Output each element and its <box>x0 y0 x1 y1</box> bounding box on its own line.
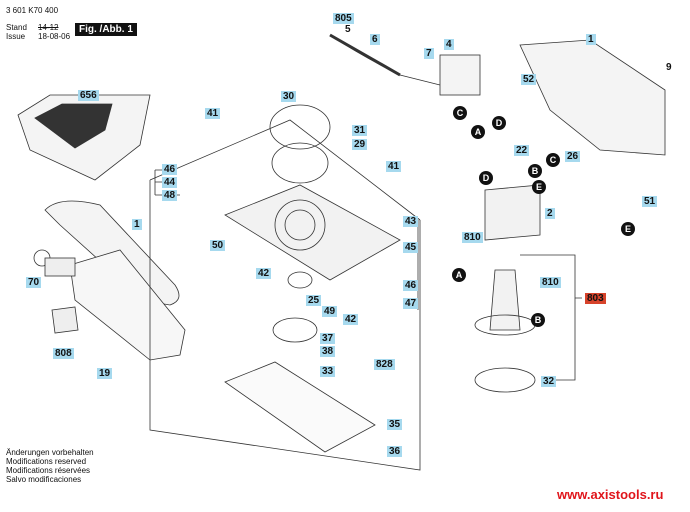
part-label-38[interactable]: 38 <box>320 346 336 357</box>
stand-label: Stand <box>6 23 27 32</box>
issue-value: 18-08-06 <box>38 32 71 41</box>
connector-marker-d: D <box>492 116 506 130</box>
part-label-30[interactable]: 30 <box>281 91 297 102</box>
watermark-url[interactable]: www.axistools.ru <box>557 487 664 502</box>
connector-marker-c-wire: C <box>546 153 560 167</box>
part-label-41-left[interactable]: 41 <box>205 108 221 119</box>
footer-line-en: Modifications reserved <box>6 457 87 466</box>
part-label-41-right[interactable]: 41 <box>386 161 402 172</box>
part-label-33[interactable]: 33 <box>320 366 336 377</box>
part-label-9[interactable]: 9 <box>666 62 672 73</box>
issue-label: Issue <box>6 32 26 41</box>
part-label-52[interactable]: 52 <box>521 74 537 85</box>
footer-line-de: Änderungen vorbehalten <box>6 448 94 457</box>
figure-label: Fig. /Abb. 1 <box>75 23 137 36</box>
part-label-46-lower[interactable]: 46 <box>403 280 419 291</box>
part-label-803[interactable]: 803 <box>585 293 606 304</box>
part-label-45[interactable]: 45 <box>403 242 419 253</box>
part-label-70[interactable]: 70 <box>26 277 42 288</box>
part-label-1-right[interactable]: 1 <box>586 34 596 45</box>
part-label-35[interactable]: 35 <box>387 419 403 430</box>
part-label-810-right[interactable]: 810 <box>540 277 561 288</box>
part-label-805[interactable]: 805 <box>333 13 354 24</box>
part-label-7[interactable]: 7 <box>424 48 434 59</box>
footer-line-es: Salvo modificaciones <box>6 475 82 484</box>
part-label-1-left[interactable]: 1 <box>132 219 142 230</box>
part-label-26[interactable]: 26 <box>565 151 581 162</box>
part-label-48[interactable]: 48 <box>162 190 178 201</box>
part-label-22[interactable]: 22 <box>514 145 530 156</box>
part-label-810-left[interactable]: 810 <box>462 232 483 243</box>
footer-notes: Änderungen vorbehalten Modifications res… <box>6 448 94 484</box>
stand-value: 14-12 <box>38 23 59 32</box>
part-label-44[interactable]: 44 <box>162 177 178 188</box>
part-label-6[interactable]: 6 <box>370 34 380 45</box>
connector-marker-a: A <box>471 125 485 139</box>
connector-marker-d-stator: D <box>479 171 493 185</box>
part-label-31[interactable]: 31 <box>352 125 368 136</box>
part-label-29[interactable]: 29 <box>352 139 368 150</box>
connector-marker-c: C <box>453 106 467 120</box>
connector-marker-b: B <box>528 164 542 178</box>
part-label-47[interactable]: 47 <box>403 298 419 309</box>
part-label-4[interactable]: 4 <box>444 39 454 50</box>
part-label-49[interactable]: 49 <box>322 306 338 317</box>
part-label-5[interactable]: 5 <box>345 24 351 35</box>
part-label-808[interactable]: 808 <box>53 348 74 359</box>
part-label-32[interactable]: 32 <box>541 376 557 387</box>
part-label-25[interactable]: 25 <box>306 295 322 306</box>
footer-line-fr: Modifications réservées <box>6 466 91 475</box>
connector-marker-b-brush: B <box>531 313 545 327</box>
part-label-37[interactable]: 37 <box>320 333 336 344</box>
part-label-19[interactable]: 19 <box>97 368 113 379</box>
part-label-2[interactable]: 2 <box>545 208 555 219</box>
part-label-828[interactable]: 828 <box>374 359 395 370</box>
connector-marker-e: E <box>532 180 546 194</box>
part-label-46-upper[interactable]: 46 <box>162 164 178 175</box>
part-label-42-lower[interactable]: 42 <box>343 314 359 325</box>
part-label-42-upper[interactable]: 42 <box>256 268 272 279</box>
part-label-656[interactable]: 656 <box>78 90 99 101</box>
part-label-43[interactable]: 43 <box>403 216 419 227</box>
connector-marker-a-brush: A <box>452 268 466 282</box>
part-number: 3 601 K70 400 <box>6 6 59 15</box>
connector-marker-e-wire: E <box>621 222 635 236</box>
part-label-36[interactable]: 36 <box>387 446 403 457</box>
part-label-51[interactable]: 51 <box>642 196 658 207</box>
part-label-50[interactable]: 50 <box>210 240 226 251</box>
